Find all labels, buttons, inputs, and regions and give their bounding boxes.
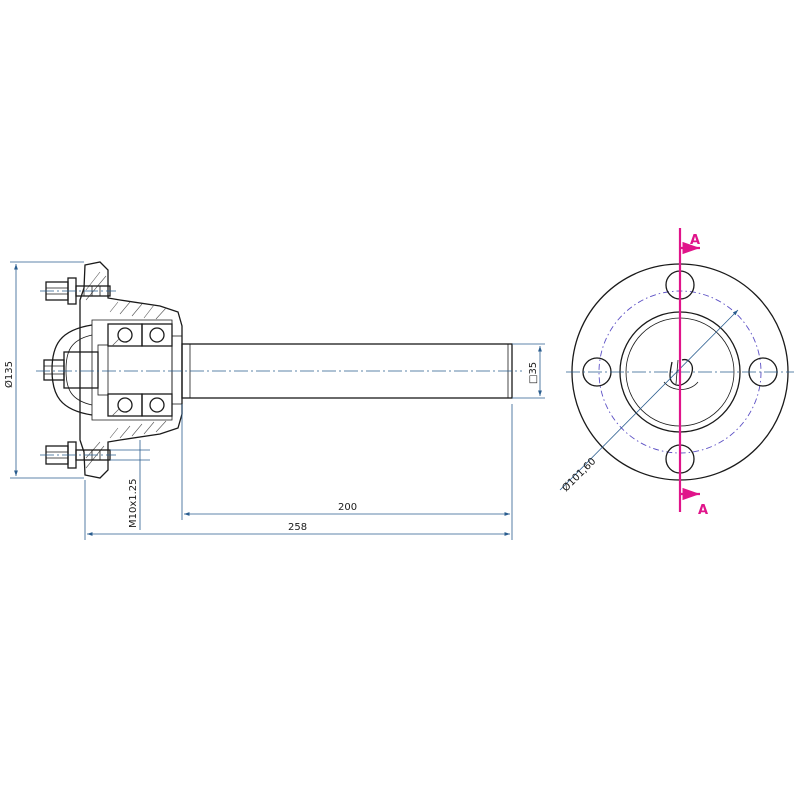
- dim-stud-thread-label: M10x1.25: [128, 478, 139, 528]
- hub-cap-inner: [65, 334, 93, 406]
- dim-shaft-length-label: 200: [338, 502, 357, 513]
- dim-bolt-circle: Ø101,60: [560, 309, 739, 494]
- inner-bearing: [141, 323, 173, 417]
- section-line-a: A A: [678, 228, 708, 518]
- square-shaft: [181, 343, 513, 399]
- hub-cap: [51, 324, 93, 416]
- dim-hub-diameter-label: Ø135: [3, 361, 15, 388]
- wheel-stud-top: [45, 277, 111, 305]
- wheel-stud-bottom: [45, 441, 111, 469]
- hub-flange-profile: [79, 261, 183, 479]
- section-mark-top: A: [690, 233, 700, 248]
- dim-stud-thread: M10x1.25: [110, 440, 150, 530]
- front-view: Ø101,60 A A: [560, 228, 794, 518]
- axle-washer: [97, 344, 109, 396]
- axle-stub: [43, 359, 65, 381]
- bearing-housing: [91, 319, 173, 421]
- outer-bearing: [107, 323, 143, 417]
- section-mark-bottom: A: [698, 503, 708, 518]
- dim-bolt-circle-label: Ø101,60: [560, 455, 599, 494]
- axle-nut: [63, 351, 99, 389]
- dim-hub-diameter: Ø135: [3, 261, 84, 479]
- dim-shaft-length: 200: [181, 404, 513, 520]
- dim-shaft-square-label: □35: [528, 362, 539, 384]
- shaft-seal: [171, 335, 183, 405]
- dim-shaft-square: □35: [512, 343, 545, 399]
- side-view: Ø135 □35 M10x1.25 200 258: [3, 261, 545, 540]
- dim-overall-length: 258: [84, 480, 513, 540]
- dim-overall-length-label: 258: [288, 522, 307, 533]
